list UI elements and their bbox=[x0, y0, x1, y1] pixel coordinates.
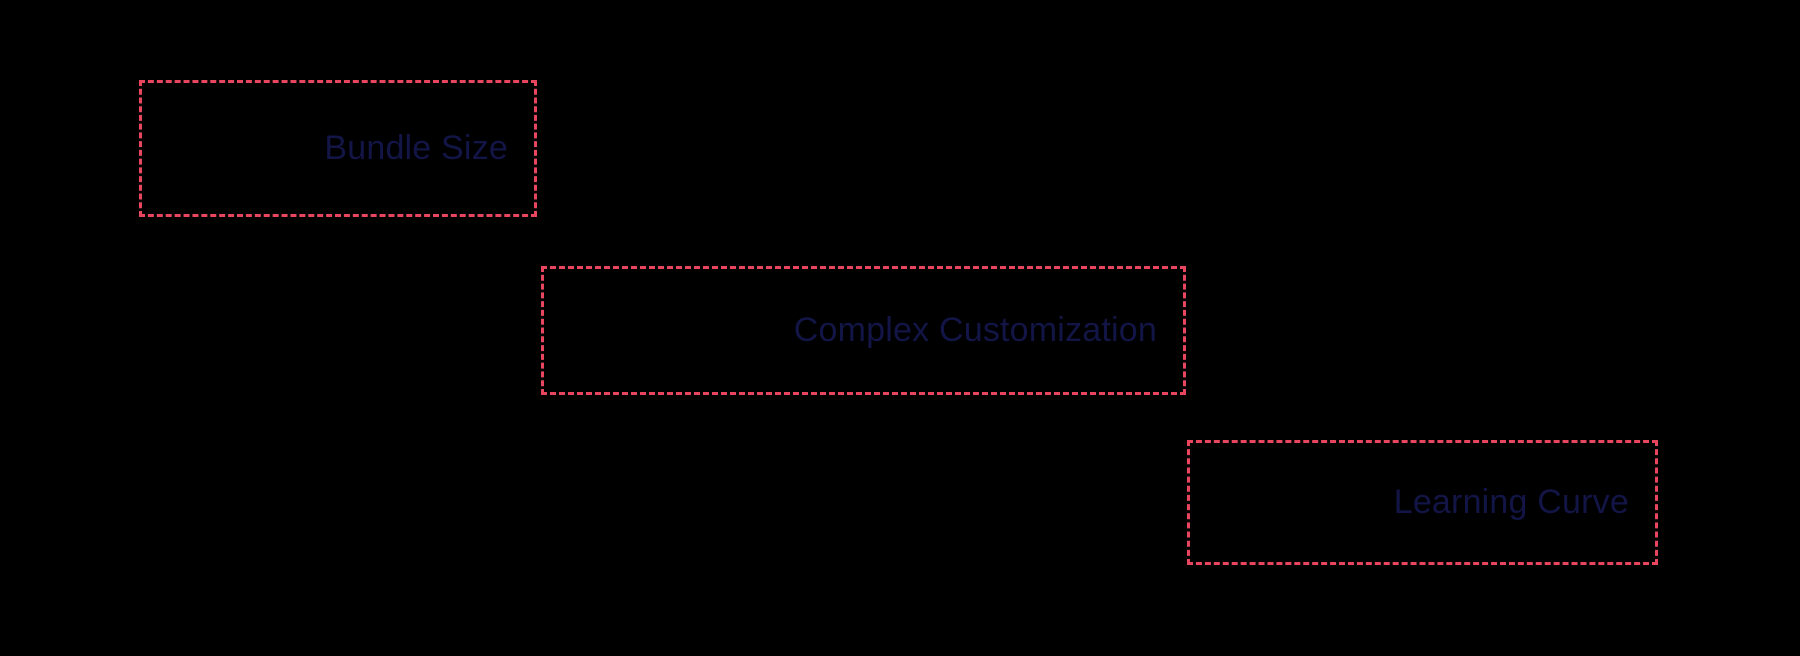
concept-box-bundle-size[interactable]: Bundle Size bbox=[139, 80, 537, 217]
concept-box-label: Learning Curve bbox=[1393, 482, 1629, 521]
concept-box-learning-curve[interactable]: Learning Curve bbox=[1187, 440, 1658, 565]
concept-box-label: Complex Customization bbox=[793, 310, 1157, 349]
concept-box-complex-customization[interactable]: Complex Customization bbox=[541, 266, 1186, 395]
concept-box-label: Bundle Size bbox=[324, 128, 508, 167]
